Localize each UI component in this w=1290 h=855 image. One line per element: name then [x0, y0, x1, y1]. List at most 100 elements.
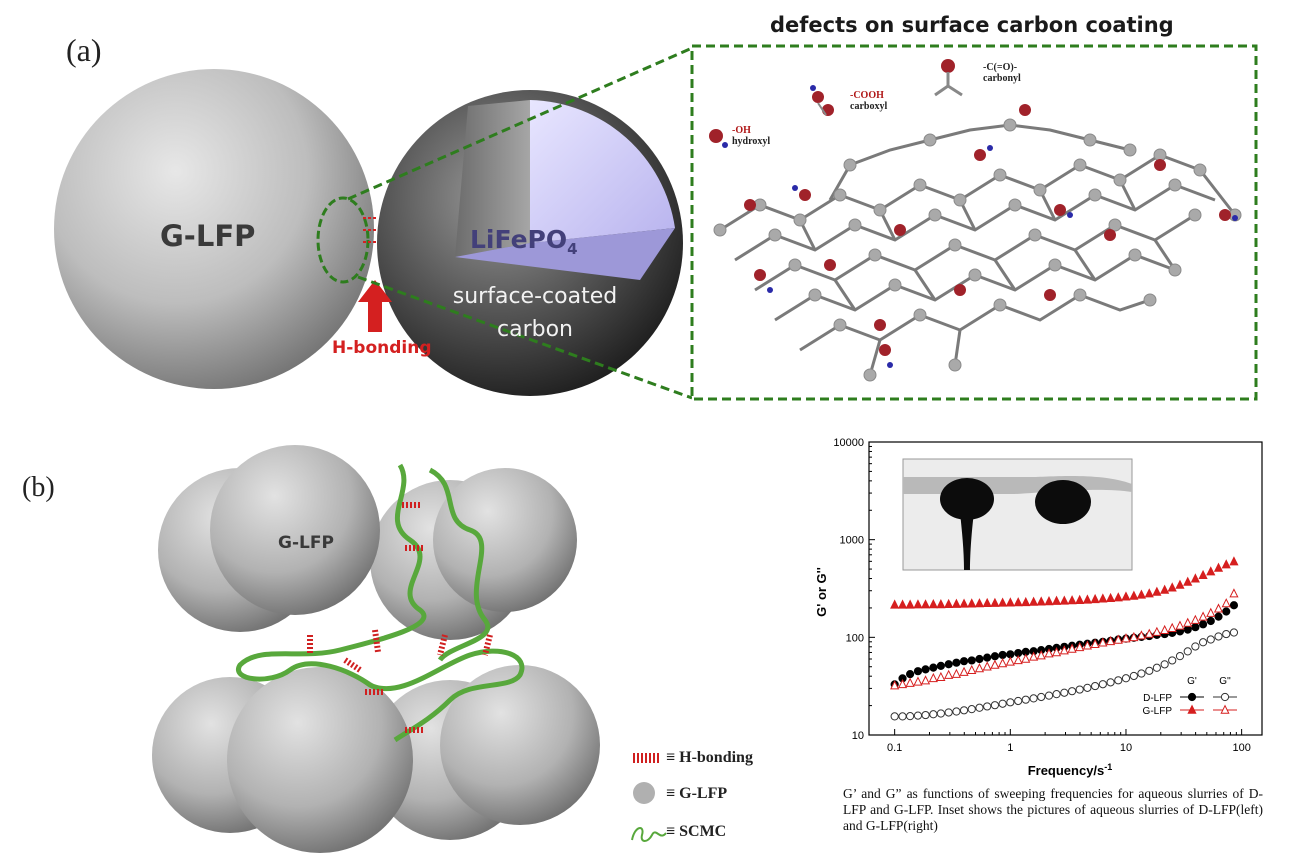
data-point [1229, 601, 1239, 610]
series-2 [890, 556, 1239, 609]
panel-b-illustration [152, 445, 600, 853]
data-point [1106, 678, 1115, 687]
data-point [1044, 596, 1054, 606]
legend-item-g-lfp: ≡ G-LFP [666, 785, 728, 802]
series-0 [890, 601, 1239, 689]
data-point [921, 665, 930, 674]
data-point [1152, 586, 1162, 596]
data-point [1183, 625, 1192, 634]
data-point [890, 680, 900, 690]
legend-marker [1187, 704, 1197, 714]
data-point [1021, 596, 1031, 607]
data-point [1222, 607, 1231, 616]
data-point [1036, 596, 1046, 606]
data-point [1168, 656, 1177, 665]
legend-marker [1220, 692, 1230, 702]
data-point [1129, 631, 1139, 642]
data-point [1206, 616, 1215, 626]
data-point [998, 658, 1008, 668]
data-point [944, 660, 953, 669]
data-point [1121, 633, 1131, 643]
data-point [1183, 647, 1192, 656]
panel-a-illustration [54, 44, 1258, 401]
g-lfp-label: G-LFP [160, 219, 256, 253]
legend-item-scmc: ≡ SCMC [666, 823, 727, 840]
data-point [1059, 595, 1069, 605]
data-point [959, 598, 969, 608]
g-lfp-icon [633, 782, 655, 804]
data-point [1091, 681, 1100, 691]
data-point [1214, 632, 1223, 641]
data-point [1144, 628, 1154, 638]
data-point [1167, 622, 1177, 632]
y-tick-label: 100 [846, 632, 864, 644]
data-point [1014, 696, 1023, 706]
data-point [1006, 698, 1015, 707]
data-point [1136, 630, 1147, 640]
data-point [920, 599, 931, 609]
data-point [1098, 593, 1108, 603]
data-point [1113, 592, 1123, 602]
data-point [1037, 692, 1046, 702]
data-point [905, 677, 915, 687]
data-point [990, 659, 1000, 669]
data-point [1075, 685, 1084, 694]
data-point [1129, 671, 1138, 681]
data-point [1221, 598, 1231, 608]
x-tick-label: 10 [1120, 742, 1132, 754]
data-point [1067, 595, 1077, 605]
y-tick-label: 1000 [840, 535, 864, 547]
carbon-atoms [713, 118, 1242, 382]
data-point [1044, 691, 1054, 700]
panel-a-label: (a) [66, 32, 102, 68]
data-point [998, 597, 1008, 607]
data-point [959, 706, 969, 715]
hydrogen-atoms [767, 145, 1238, 368]
data-point [1206, 635, 1215, 644]
data-point [1198, 620, 1208, 629]
data-point [1229, 556, 1239, 566]
data-point [929, 663, 938, 672]
data-point [1152, 626, 1162, 636]
data-point [1206, 566, 1216, 576]
hydroxyl-icon [709, 129, 728, 148]
data-point [928, 599, 938, 609]
data-point [952, 707, 961, 716]
data-point [1098, 680, 1107, 689]
data-point [1013, 655, 1023, 665]
data-point [1145, 666, 1154, 675]
data-point [944, 669, 954, 679]
data-point [929, 710, 938, 719]
carbonyl-label: -C(=O)- carbonyl [983, 62, 1021, 84]
data-point [905, 599, 915, 609]
data-point [951, 598, 962, 608]
data-point [913, 711, 923, 720]
y-axis-title: G' or G'' [814, 567, 829, 617]
data-point [1105, 635, 1116, 646]
series-1 [890, 628, 1239, 721]
data-point [1005, 597, 1015, 607]
data-point [936, 671, 946, 682]
data-point [1136, 589, 1147, 599]
data-point [1214, 612, 1223, 621]
data-point [921, 710, 930, 720]
data-point [982, 597, 992, 608]
data-point [1067, 643, 1077, 653]
data-point [1090, 638, 1100, 648]
data-point [1083, 683, 1092, 692]
lifepo4-label: LiFePO4 [470, 225, 578, 258]
data-point [1021, 653, 1031, 663]
data-point [1121, 674, 1131, 683]
data-point [1005, 656, 1015, 666]
data-point [1021, 695, 1030, 704]
data-point [1190, 573, 1200, 583]
oxygen-atoms [744, 104, 1231, 356]
data-point [1144, 588, 1154, 598]
data-point [1183, 617, 1193, 627]
data-point [952, 658, 961, 667]
data-point [1098, 637, 1108, 647]
data-point [1059, 645, 1069, 655]
data-point [1075, 594, 1085, 604]
data-point [1060, 688, 1069, 697]
